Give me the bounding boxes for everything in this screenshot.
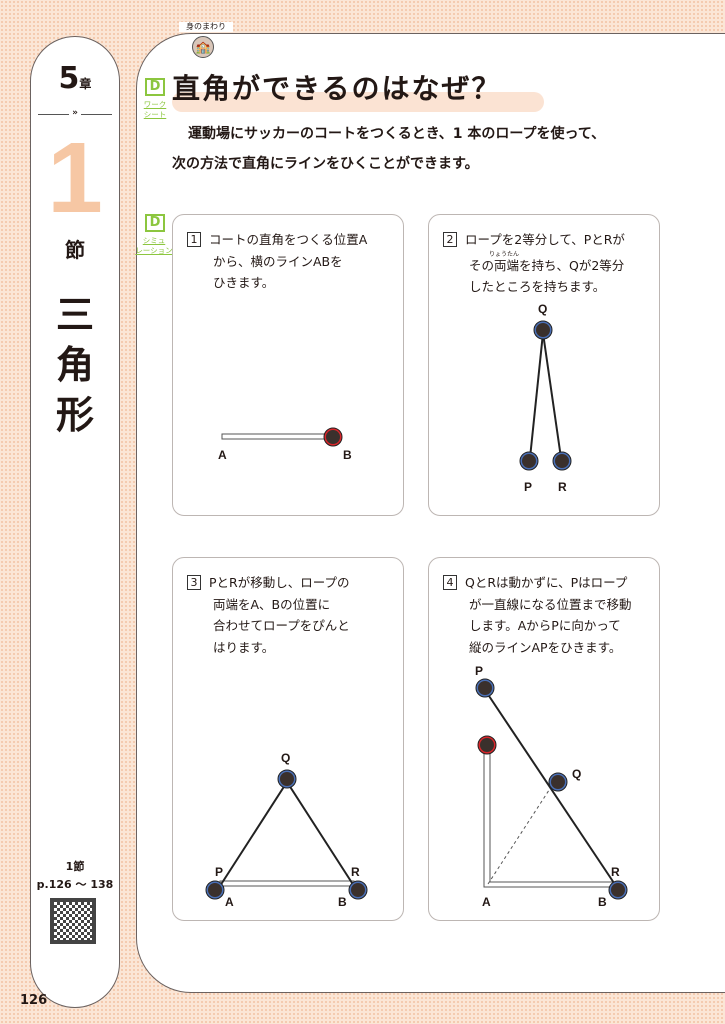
section-suffix: 節 (65, 238, 85, 262)
label-r: R (558, 480, 567, 494)
text-line: が一直線になる位置まで移動 (469, 596, 632, 612)
label-a: A (482, 895, 491, 909)
person-icon (548, 772, 568, 792)
qr-code[interactable] (50, 898, 96, 944)
worksheet-badge[interactable]: D (145, 78, 165, 96)
text-line: コートの直角をつくる位置A (209, 232, 368, 247)
rope (542, 332, 562, 459)
text-line: ロープを2等分して、PとRが (465, 232, 625, 247)
step-1-panel: 1 コートの直角をつくる位置A から、横のラインABをひきます。 (172, 214, 404, 516)
text-line: します。AからPに向かって (469, 618, 621, 633)
step-number: 3 (187, 575, 201, 590)
person-icon (533, 320, 553, 340)
chapter-number: 5章 (30, 62, 120, 101)
label-r: R (611, 865, 620, 879)
lines-ap-ab (483, 747, 615, 888)
text-line: PとRが移動し、ロープの (209, 575, 350, 590)
step-3-diagram: Q P R A B (205, 751, 368, 909)
text-line: はります。 (213, 639, 275, 655)
step-3-panel: 3 PとRが移動し、ロープの両端をA、Bの位置に合わせてロープをぴんとはります。 (172, 557, 404, 921)
person-icon (519, 451, 539, 471)
section-title: 三角形 (55, 293, 94, 437)
person-icon (608, 880, 628, 900)
step-1-text: 1 コートの直角をつくる位置A から、横のラインABをひきます。 (187, 229, 397, 294)
rope (484, 689, 617, 887)
person-icon (277, 769, 297, 789)
ref-pages: p.126 ～ 138 (36, 878, 114, 891)
rope (529, 332, 544, 459)
step-number: 2 (443, 232, 457, 247)
person-icon (477, 735, 497, 755)
text-line-wrap: りょうたんその両端を持ち、Qが2等分 (443, 250, 653, 277)
intro-line-1: 運動場にサッカーのコートをつくるとき、1 本のロープを使って、 (188, 126, 606, 142)
text-line: ひきます。 (213, 275, 275, 290)
person-icon (475, 678, 495, 698)
text-line: したところを持ちます。 (469, 279, 606, 294)
title-highlight (172, 92, 544, 112)
step-3-text: 3 PとRが移動し、ロープの両端をA、Bの位置に合わせてロープをぴんとはります。 (187, 572, 397, 658)
step-number: 1 (187, 232, 201, 247)
text-line: 両端をA、Bの位置に (213, 596, 331, 612)
person-icon (552, 451, 572, 471)
label-p: P (215, 865, 223, 879)
worksheet-link[interactable]: ワーク シート (143, 100, 167, 119)
step-number: 4 (443, 575, 457, 590)
step-2-diagram: Q P R (519, 302, 572, 494)
label-p: P (475, 664, 483, 678)
section-number: 1 (47, 122, 103, 234)
label-a: A (218, 448, 227, 462)
step-4-diagram: P Q R A B (475, 664, 628, 909)
label-q: Q (572, 767, 581, 781)
label-b: B (343, 448, 352, 462)
person-icon (205, 880, 225, 900)
label-r: R (351, 865, 360, 879)
school-building-icon: 🏫 (192, 36, 214, 58)
dashed-line (487, 783, 554, 885)
simulation-badge[interactable]: D (145, 214, 165, 232)
simulation-link[interactable]: シミュ レーション (135, 236, 173, 255)
chapter-suffix: 章 (79, 77, 92, 91)
chapter-sidebar (30, 36, 120, 1008)
label-b: B (598, 895, 607, 909)
line-ab (221, 433, 329, 440)
ruby-reading: りょうたん (489, 250, 520, 258)
rope (219, 780, 355, 887)
intro-line-2: 次の方法で直角にラインをひくことができます。 (172, 156, 479, 172)
category-tag: 身のまわり (179, 22, 233, 32)
label-q: Q (281, 751, 290, 765)
person-icon (348, 880, 368, 900)
ref-section: 1節 (65, 860, 85, 873)
label-a: A (225, 895, 234, 909)
chevron-down-icon: » (30, 108, 120, 119)
step-1-diagram: A B (218, 427, 352, 462)
text-line: その両端を持ち、Qが2等分 (469, 257, 625, 273)
label-q: Q (538, 302, 547, 316)
step-4-panel: 4 QとRは動かずに、Pはロープが一直線になる位置まで移動します。AからPに向かっ… (428, 557, 660, 921)
line-ab (219, 880, 355, 887)
label-b: B (338, 895, 347, 909)
page-number: 126 (20, 993, 48, 1008)
text-line: 縦のラインAPをひきます。 (469, 639, 622, 655)
step-4-text: 4 QとRは動かずに、Pはロープが一直線になる位置まで移動します。AからPに向かっ… (443, 572, 653, 658)
text-line: 合わせてロープをぴんと (213, 618, 350, 633)
text-line: から、横のラインABを (213, 253, 343, 269)
text-line: QとRは動かずに、Pはロープ (465, 575, 628, 590)
person-icon (323, 427, 343, 447)
page-title: 直角ができるのはなぜ？ (172, 72, 502, 105)
label-p: P (524, 480, 532, 494)
chapter-num: 5 (58, 61, 80, 96)
